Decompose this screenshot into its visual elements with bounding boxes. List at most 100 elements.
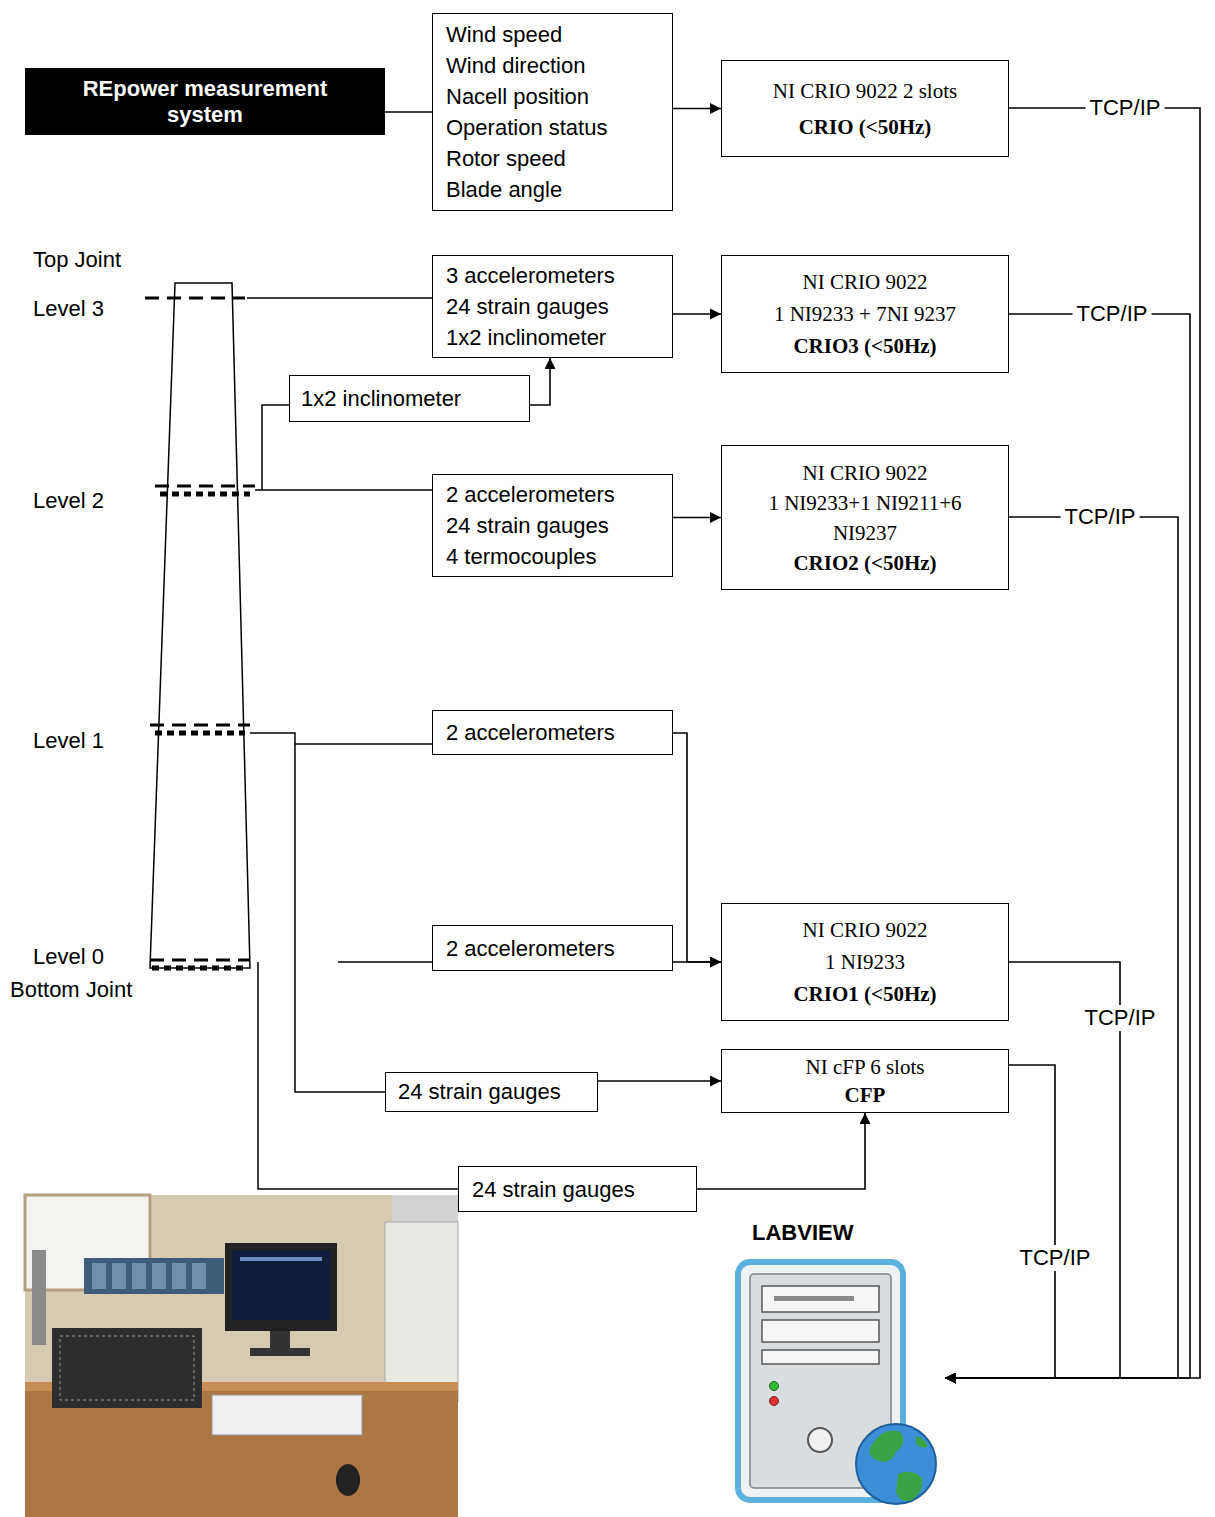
level-marker bbox=[145, 297, 245, 300]
leader-line bbox=[295, 743, 432, 745]
connector bbox=[673, 108, 721, 110]
connector bbox=[673, 961, 721, 963]
box-text: 24 strain gauges bbox=[398, 1077, 585, 1107]
controller-box: NI CRIO 90221 NI9233+1 NI9211+6 NI9237CR… bbox=[721, 445, 1009, 590]
status-light bbox=[770, 1397, 779, 1406]
globe-land bbox=[896, 1472, 922, 1501]
box-text: Wind direction bbox=[446, 50, 659, 81]
photo-slot bbox=[112, 1263, 126, 1289]
connector bbox=[598, 1080, 721, 1082]
box-text: Rotor speed bbox=[446, 143, 659, 174]
system-box: REpower measurement system bbox=[25, 68, 385, 135]
box-text: 1x2 inclinometer bbox=[301, 383, 518, 414]
photo-slot bbox=[172, 1263, 186, 1289]
sensor-leaders bbox=[247, 298, 458, 1189]
photo-slot bbox=[132, 1263, 146, 1289]
connector bbox=[530, 358, 550, 405]
box-text: 2 accelerometers bbox=[446, 479, 659, 510]
drive-slot bbox=[774, 1296, 854, 1301]
box-text: NI CRIO 9022 bbox=[740, 458, 990, 488]
photo-pc bbox=[385, 1222, 458, 1402]
connector-label: TCP/IP bbox=[1086, 95, 1165, 121]
sensor-box: 2 accelerometers bbox=[432, 710, 673, 755]
device-name: REpower measurement system bbox=[66, 76, 344, 128]
box-text: NI CRIO 9022 2 slots bbox=[736, 73, 994, 109]
drive-bay bbox=[762, 1320, 879, 1342]
photo-monitor bbox=[225, 1243, 337, 1331]
globe-land bbox=[870, 1431, 904, 1462]
level-label: Top Joint bbox=[33, 247, 121, 273]
box-text: 1 NI9233+1 NI9211+6 NI9237 bbox=[740, 488, 990, 548]
power-button bbox=[808, 1428, 832, 1452]
connector-label: TCP/IP bbox=[1081, 1005, 1160, 1031]
computer-icon: LABVIEW bbox=[720, 1218, 945, 1514]
lab-photo bbox=[25, 1195, 458, 1517]
leader-line bbox=[255, 489, 432, 491]
leader-line bbox=[250, 733, 385, 1092]
photo-sensor bbox=[32, 1250, 46, 1345]
photo-modules bbox=[52, 1328, 202, 1408]
box-text: NI CRIO 9022 bbox=[736, 266, 994, 298]
drive-bay bbox=[762, 1350, 879, 1364]
device-name: CRIO2 (<50Hz) bbox=[740, 548, 990, 578]
box-text: Operation status bbox=[446, 112, 659, 143]
box-text: 24 strain gauges bbox=[472, 1174, 683, 1205]
sensor-box: 24 strain gauges bbox=[385, 1072, 598, 1112]
photo-slot bbox=[192, 1263, 206, 1289]
photo-stand-base bbox=[250, 1348, 310, 1356]
globe bbox=[856, 1424, 936, 1504]
photo-screen bbox=[232, 1250, 330, 1320]
status-light bbox=[770, 1382, 779, 1391]
photo-keyboard bbox=[212, 1395, 362, 1435]
photo-slot bbox=[92, 1263, 106, 1289]
joint-marker bbox=[160, 492, 250, 497]
photo-stand bbox=[270, 1331, 290, 1349]
level-marker bbox=[155, 485, 255, 488]
box-text: 24 strain gauges bbox=[446, 291, 659, 322]
photo-printer bbox=[392, 1195, 458, 1223]
controller-box: NI CRIO 90221 NI9233CRIO1 (<50Hz) bbox=[721, 903, 1009, 1021]
connector-label: TCP/IP bbox=[1073, 301, 1152, 327]
box-text: NI cFP 6 slots bbox=[736, 1053, 994, 1081]
controller-box: NI cFP 6 slotsCFP bbox=[721, 1049, 1009, 1113]
sensor-box: 24 strain gauges bbox=[458, 1166, 697, 1212]
connector bbox=[673, 313, 721, 315]
leader-line bbox=[247, 297, 432, 299]
connector bbox=[385, 111, 432, 113]
tower-outline bbox=[150, 283, 250, 968]
photo-chassis bbox=[84, 1258, 224, 1294]
sensor-box: 1x2 inclinometer bbox=[289, 375, 530, 422]
box-text: 24 strain gauges bbox=[446, 510, 659, 541]
connector-label: TCP/IP bbox=[1016, 1245, 1095, 1271]
photo-wall bbox=[25, 1195, 458, 1517]
box-text: Wind speed bbox=[446, 19, 659, 50]
level-label: Level 2 bbox=[33, 488, 104, 514]
photo-connectors bbox=[60, 1336, 194, 1400]
sensor-box: 2 accelerometers24 strain gauges4 termoc… bbox=[432, 474, 673, 577]
level-marker bbox=[150, 959, 250, 962]
box-text: 1 NI9233 bbox=[736, 946, 994, 978]
device-name: CFP bbox=[736, 1081, 994, 1109]
computer-drawing bbox=[720, 1252, 945, 1514]
device-name: CRIO3 (<50Hz) bbox=[736, 330, 994, 362]
photo-mouse bbox=[336, 1464, 360, 1496]
signal-list-box: Wind speedWind directionNacell positionO… bbox=[432, 13, 673, 211]
box-text: NI CRIO 9022 bbox=[736, 914, 994, 946]
tower bbox=[145, 283, 255, 968]
connector bbox=[673, 517, 721, 519]
sensor-box: 2 accelerometers bbox=[432, 925, 673, 971]
sensor-box: 3 accelerometers24 strain gauges1x2 incl… bbox=[432, 255, 673, 358]
device-name: CRIO (<50Hz) bbox=[736, 109, 994, 145]
level-marker bbox=[150, 724, 250, 727]
photo-screen-bar bbox=[240, 1257, 322, 1261]
controller-box: NI CRIO 90221 NI9233 + 7NI 9237CRIO3 (<5… bbox=[721, 255, 1009, 373]
device-name: LABVIEW bbox=[752, 1218, 945, 1248]
device-name: CRIO1 (<50Hz) bbox=[736, 978, 994, 1010]
box-text: 2 accelerometers bbox=[446, 717, 659, 748]
box-text: Nacell position bbox=[446, 81, 659, 112]
box-text: 2 accelerometers bbox=[446, 933, 659, 964]
controller-box: NI CRIO 9022 2 slotsCRIO (<50Hz) bbox=[721, 60, 1009, 157]
box-text: 1x2 inclinometer bbox=[446, 322, 659, 353]
connector bbox=[673, 733, 721, 962]
